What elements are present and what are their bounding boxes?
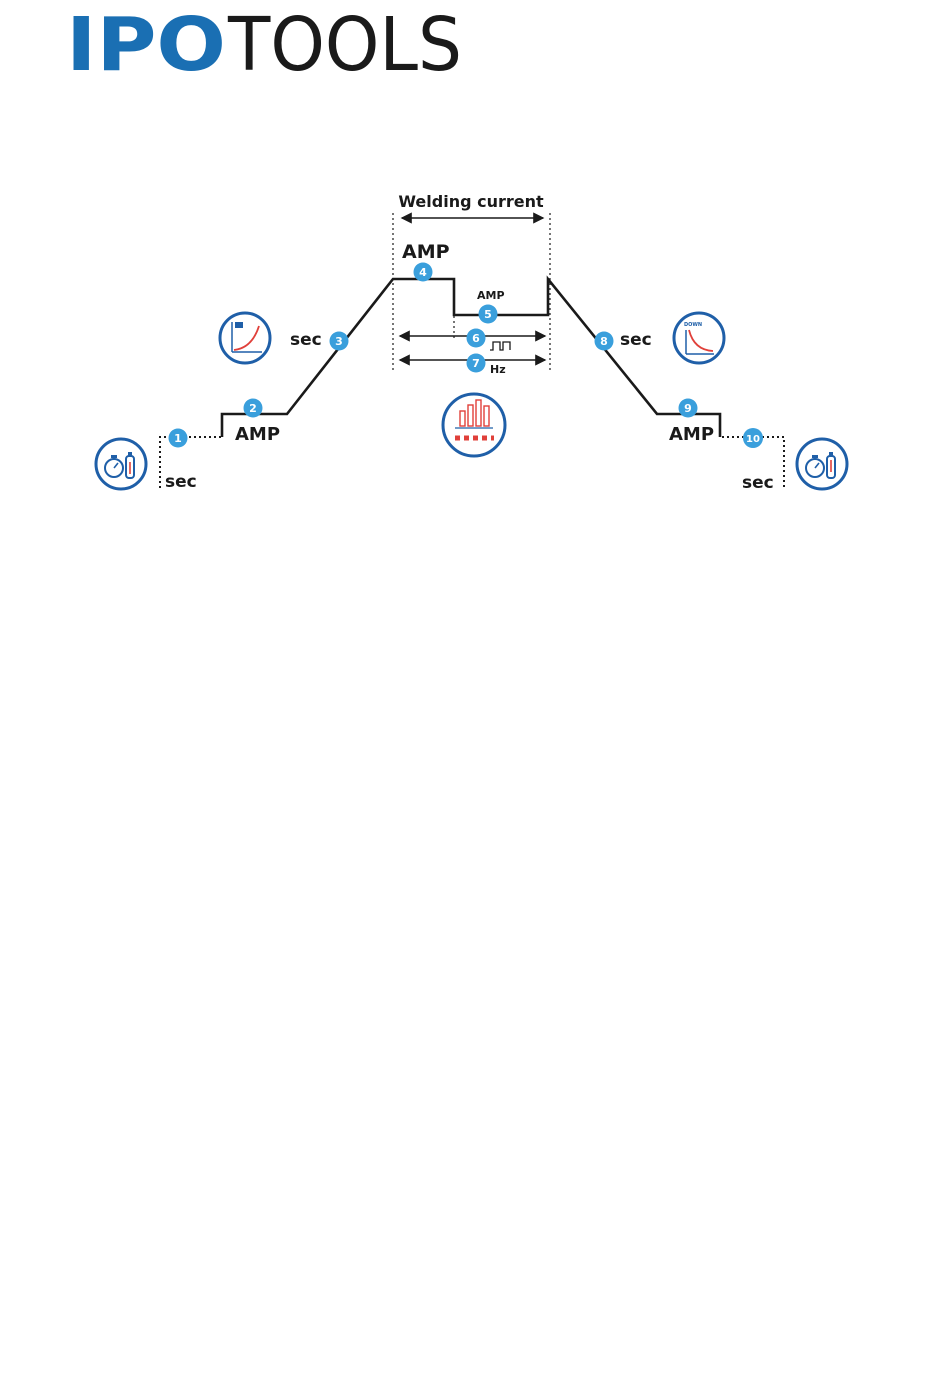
- pre-gas-timer-icon: [96, 439, 146, 489]
- downslope-sec-label: sec: [620, 330, 652, 350]
- hz-label: Hz: [490, 363, 506, 376]
- svg-text:4: 4: [419, 266, 427, 279]
- logo-bold-text: IPO: [66, 2, 226, 88]
- svg-text:9: 9: [684, 402, 692, 415]
- step-badge-1: 1: [169, 429, 188, 448]
- pulse-bars-icon: [443, 394, 505, 456]
- svg-text:2: 2: [249, 402, 257, 415]
- svg-text:8: 8: [600, 335, 608, 348]
- svg-text:1: 1: [174, 432, 182, 445]
- step-badge-10: 10: [743, 428, 763, 448]
- svg-text:3: 3: [335, 335, 343, 348]
- svg-text:6: 6: [472, 332, 480, 345]
- downslope-icon: DOWN: [674, 313, 724, 363]
- step-badge-3: 3: [330, 332, 349, 351]
- svg-text:7: 7: [472, 357, 480, 370]
- post-gas-sec-label: sec: [742, 473, 774, 493]
- amp-end-label: AMP: [669, 424, 714, 445]
- upslope-sec-label: sec: [290, 330, 322, 350]
- svg-text:10: 10: [746, 434, 760, 445]
- amp-peak-label: AMP: [402, 241, 450, 263]
- pre-gas-sec-label: sec: [165, 472, 197, 492]
- diagram-title: Welding current: [398, 192, 544, 211]
- amp-start-label: AMP: [235, 424, 280, 445]
- step-badge-5: 5: [479, 305, 498, 324]
- logo-light-text: TOOLS: [227, 2, 462, 88]
- step-badge-2: 2: [244, 399, 263, 418]
- svg-text:5: 5: [484, 308, 492, 321]
- step-badge-7: 7: [467, 354, 486, 373]
- upslope-icon: [220, 313, 270, 363]
- brand-logo: IPO TOOLS: [66, 2, 462, 88]
- post-gas-timer-icon: [797, 439, 847, 489]
- step-badge-4: 4: [414, 263, 433, 282]
- step-badge-8: 8: [595, 332, 614, 351]
- step-badge-6: 6: [467, 329, 486, 348]
- amp-base-label: AMP: [477, 289, 505, 302]
- pulse-wave-icon: [490, 342, 510, 350]
- step-badge-9: 9: [679, 399, 698, 418]
- downslope-icon-text: DOWN: [684, 322, 702, 328]
